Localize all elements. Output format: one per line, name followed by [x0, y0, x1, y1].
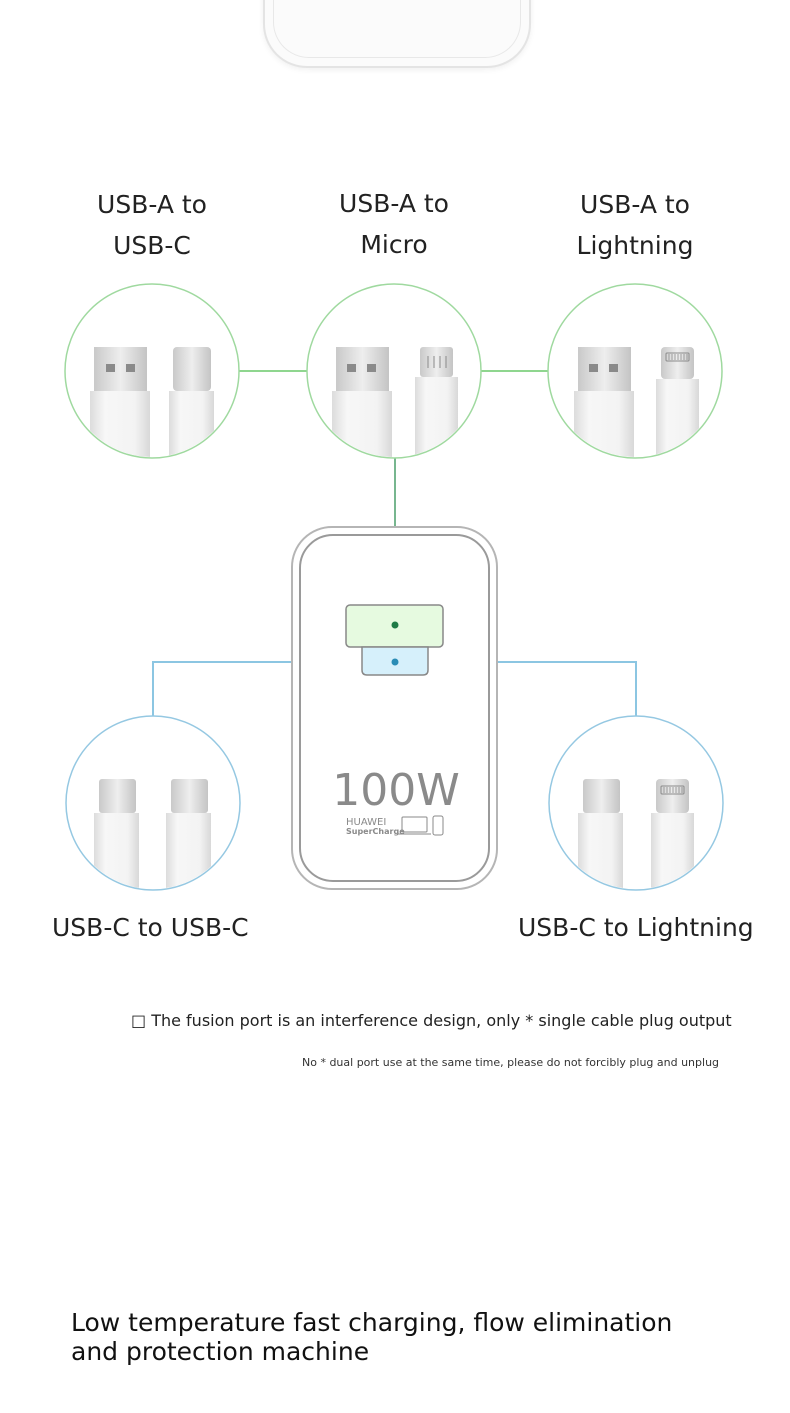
label-usb-a-to-usb-c: USB-A to USB-C [97, 190, 207, 260]
charger-brand: HUAWEI [346, 817, 386, 828]
cable-circle-usb-a-to-usb-c [64, 283, 240, 459]
laptop-icon [398, 816, 431, 835]
section-headline: Low temperature fast charging, flow elim… [71, 1308, 673, 1366]
usb-c-port-dot [391, 658, 399, 666]
cable-circle-usb-a-to-lightning [547, 283, 723, 459]
cable-circle-usb-a-to-micro [306, 283, 482, 459]
charger-sub-brand: SuperCharge [346, 827, 405, 836]
phone-icon [432, 815, 444, 836]
note-dual-port: No * dual port use at the same time, ple… [302, 1056, 720, 1069]
top-charger-image [263, 0, 531, 68]
label-usb-a-to-lightning: USB-A to Lightning [576, 190, 694, 260]
label-usb-c-to-lightning: USB-C to Lightning [518, 913, 754, 942]
charger-illustration: 100W HUAWEI SuperCharge [291, 526, 498, 890]
label-usb-c-to-usb-c: USB-C to USB-C [52, 913, 249, 942]
usb-a-port-dot [391, 621, 399, 629]
cable-diagram: 100W HUAWEI SuperCharge [64, 283, 724, 891]
cable-circle-usb-c-to-lightning [548, 715, 724, 891]
cable-circle-usb-c-to-usb-c [65, 715, 241, 891]
label-usb-a-to-micro: USB-A to Micro [339, 189, 449, 259]
note-fusion-port: □ The fusion port is an interference des… [131, 1011, 732, 1030]
charger-wattage: 100W [332, 765, 460, 816]
